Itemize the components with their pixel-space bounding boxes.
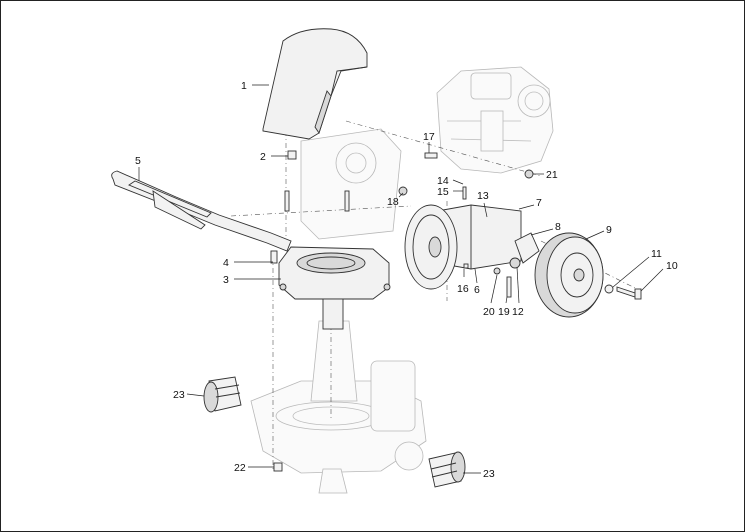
- ghost-pump-body: [250, 320, 427, 494]
- callout-label-22: 22: [234, 462, 246, 474]
- callout-label-15: 15: [437, 186, 449, 198]
- base-frame-part: [278, 246, 391, 330]
- callout-13: 13: [477, 190, 489, 218]
- callout-17: 17: [423, 131, 435, 153]
- callout-label-16: 16: [457, 283, 469, 295]
- callout-label-2: 2: [260, 151, 266, 163]
- callout-19: 19: [498, 296, 510, 318]
- clip-part: [514, 232, 540, 264]
- callout-22: 22: [234, 462, 274, 474]
- callout-11: 11: [612, 248, 662, 288]
- coupling-left-part: [203, 376, 242, 413]
- callout-label-12: 12: [512, 306, 524, 318]
- callout-8: 8: [530, 221, 561, 236]
- callout-16: 16: [457, 269, 469, 295]
- callout-label-13: 13: [477, 190, 489, 202]
- callout-14: 14: [437, 175, 464, 187]
- callout-12: 12: [512, 266, 524, 318]
- callout-label-7: 7: [536, 197, 542, 209]
- callout-23-left: 23: [173, 389, 205, 401]
- callout-label-21: 21: [546, 169, 558, 181]
- ghost-engine: [436, 66, 554, 174]
- wheel-part: [534, 232, 604, 318]
- callout-2: 2: [260, 151, 288, 163]
- callout-label-20: 20: [483, 306, 495, 318]
- callout-label-8: 8: [555, 221, 561, 233]
- callout-3: 3: [223, 274, 281, 286]
- callout-label-23-right: 23: [483, 468, 495, 480]
- callout-label-19: 19: [498, 306, 510, 318]
- pulley-wheel-part: [404, 204, 458, 290]
- callout-label-6: 6: [474, 284, 480, 296]
- callout-label-14: 14: [437, 175, 449, 187]
- callout-10: 10: [640, 260, 678, 292]
- callout-21: 21: [533, 169, 558, 181]
- callout-4: 4: [223, 257, 273, 269]
- callout-23-right: 23: [463, 468, 495, 480]
- callout-label-23-left: 23: [173, 389, 185, 401]
- ghost-bracket-plate: [300, 128, 402, 240]
- callout-18: 18: [387, 192, 404, 208]
- callouts: 1 2 3 4 5 6 7 8: [135, 80, 678, 480]
- callout-6: 6: [474, 268, 480, 296]
- callout-7: 7: [518, 197, 542, 210]
- callout-9: 9: [585, 224, 612, 240]
- callout-label-4: 4: [223, 257, 229, 269]
- callout-label-10: 10: [666, 260, 678, 272]
- handle-part: [111, 170, 292, 252]
- callout-label-11: 11: [651, 248, 662, 260]
- callout-label-18: 18: [387, 196, 399, 208]
- callout-label-9: 9: [606, 224, 612, 236]
- callout-1: 1: [241, 80, 269, 92]
- callout-label-5: 5: [135, 155, 141, 167]
- callout-20: 20: [483, 274, 498, 318]
- callout-label-3: 3: [223, 274, 229, 286]
- callout-15: 15: [437, 186, 463, 198]
- hardware: [270, 150, 642, 472]
- callout-5: 5: [135, 155, 141, 181]
- coupling-right-part: [428, 451, 466, 488]
- callout-label-17: 17: [423, 131, 435, 143]
- cover-part: [262, 28, 368, 140]
- callout-label-1: 1: [241, 80, 247, 92]
